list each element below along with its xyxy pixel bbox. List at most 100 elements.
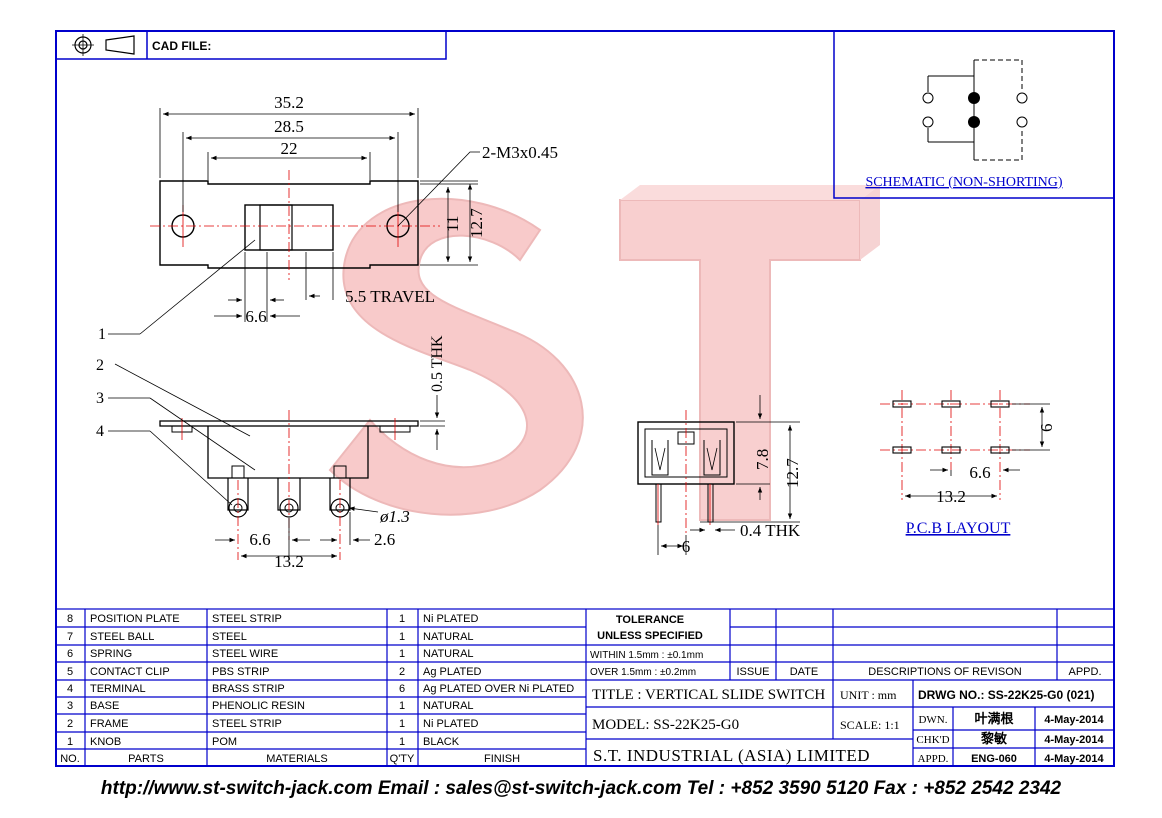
cad-file-label: CAD FILE: bbox=[152, 39, 211, 53]
drawing-title: TITLE : VERTICAL SLIDE SWITCH bbox=[592, 687, 825, 703]
appd-name: ENG-060 bbox=[971, 753, 1017, 765]
dwn-label: DWN. bbox=[918, 714, 947, 726]
chkd-label: CHK'D bbox=[916, 734, 949, 746]
dim-side-12-7: 12.7 bbox=[783, 458, 802, 488]
pcb-caption: P.C.B LAYOUT bbox=[906, 520, 1011, 537]
bom-row-1-material: POM bbox=[212, 736, 237, 748]
bom-row-6-finish: NATURAL bbox=[423, 648, 474, 660]
bom-row-7-no: 7 bbox=[67, 631, 73, 643]
bom-row-3-qty: 1 bbox=[399, 700, 405, 712]
bom-row-2-material: STEEL STRIP bbox=[212, 718, 282, 730]
bom-row-3-finish: NATURAL bbox=[423, 700, 474, 712]
schematic-terminal bbox=[968, 92, 980, 104]
bom-header-finish: FINISH bbox=[484, 753, 520, 765]
dim-side-6: 6 bbox=[682, 537, 691, 556]
schematic-caption: SCHEMATIC (NON-SHORTING) bbox=[865, 175, 1062, 190]
chkd-date: 4-May-2014 bbox=[1044, 734, 1104, 746]
bom-header-no: NO. bbox=[60, 753, 80, 765]
callout-3: 3 bbox=[96, 390, 104, 407]
pcb-layout bbox=[880, 390, 1050, 500]
schematic-terminal bbox=[968, 116, 980, 128]
bom-row-4-no: 4 bbox=[67, 683, 73, 695]
appd-date: 4-May-2014 bbox=[1044, 753, 1104, 765]
dwn-date: 4-May-2014 bbox=[1044, 714, 1104, 726]
projection-symbol-icon bbox=[72, 34, 135, 56]
bom-row-5-material: PBS STRIP bbox=[212, 666, 269, 678]
dim-pin-diameter: ø1.3 bbox=[379, 507, 410, 526]
dim-slot-width: 22 bbox=[281, 139, 298, 158]
appd-label: APPD. bbox=[918, 753, 949, 765]
bom-row-6-material: STEEL WIRE bbox=[212, 648, 278, 660]
dim-pin-pitch: 6.6 bbox=[249, 530, 270, 549]
bom-row-8-no: 8 bbox=[67, 613, 73, 625]
schematic-terminal bbox=[1016, 92, 1028, 104]
dwn-name: 叶满根 bbox=[974, 711, 1014, 726]
dim-overall-width: 35.2 bbox=[274, 93, 304, 112]
revision-issue: ISSUE bbox=[736, 666, 769, 678]
schematic-terminal bbox=[922, 116, 934, 128]
dim-screw-spec: 2-M3x0.45 bbox=[482, 143, 558, 162]
contact-footer: http://www.st-switch-jack.com Email : sa… bbox=[100, 778, 1062, 799]
bom-row-7-part: STEEL BALL bbox=[90, 631, 154, 643]
bom-row-7-qty: 1 bbox=[399, 631, 405, 643]
bom-row-6-qty: 1 bbox=[399, 648, 405, 660]
bom-row-2-qty: 1 bbox=[399, 718, 405, 730]
tolerance-line-3: WITHIN 1.5mm : ±0.1mm bbox=[590, 650, 703, 661]
title-block-grid bbox=[55, 608, 1115, 767]
pcb-pad bbox=[990, 400, 1010, 408]
schematic-panel: SCHEMATIC (NON-SHORTING) bbox=[833, 30, 1115, 199]
bom-row-4-part: TERMINAL bbox=[90, 683, 146, 695]
bom-row-6-part: SPRING bbox=[90, 648, 132, 660]
bom-row-5-part: CONTACT CLIP bbox=[90, 666, 170, 678]
bom-row-5-qty: 2 bbox=[399, 666, 405, 678]
callout-1: 1 bbox=[98, 326, 106, 343]
revision-description: DESCRIPTIONS OF REVISON bbox=[868, 666, 1021, 678]
callout-4: 4 bbox=[96, 423, 104, 440]
chkd-name: 黎敏 bbox=[981, 731, 1008, 746]
callout-2: 2 bbox=[96, 357, 104, 374]
drawing-unit: UNIT : mm bbox=[840, 688, 897, 702]
schematic-terminal bbox=[1016, 116, 1028, 128]
bom-row-3-no: 3 bbox=[67, 700, 73, 712]
top-view bbox=[139, 108, 480, 335]
drawing-number: DRWG NO.: SS-22K25-G0 (021) bbox=[918, 688, 1095, 702]
company-name: S.T. INDUSTRIAL (ASIA) LIMITED bbox=[593, 746, 870, 765]
bom-row-2-no: 2 bbox=[67, 718, 73, 730]
bom-row-2-finish: Ni PLATED bbox=[423, 718, 478, 730]
dim-side-7-8: 7.8 bbox=[753, 449, 772, 470]
dim-travel: 5.5 TRAVEL bbox=[345, 287, 435, 306]
pcb-dim-13-2: 13.2 bbox=[936, 487, 966, 506]
bom-row-4-finish: Ag PLATED OVER Ni PLATED bbox=[423, 683, 574, 695]
bom-row-1-finish: BLACK bbox=[423, 736, 460, 748]
title-block: TITLE : VERTICAL SLIDE SWITCH UNIT : mm … bbox=[592, 687, 1105, 765]
bom-row-7-material: STEEL bbox=[212, 631, 247, 643]
pcb-dim-6-6: 6.6 bbox=[969, 463, 990, 482]
bom-header-materials: MATERIALS bbox=[266, 753, 328, 765]
revision-appd: APPD. bbox=[1068, 666, 1101, 678]
schematic-terminal bbox=[922, 92, 934, 104]
pcb-pad bbox=[941, 446, 961, 454]
bom-row-7-finish: NATURAL bbox=[423, 631, 474, 643]
tolerance-line-4: OVER 1.5mm : ±0.2mm bbox=[590, 667, 696, 678]
pcb-pad bbox=[990, 446, 1010, 454]
bom-row-8-part: POSITION PLATE bbox=[90, 613, 180, 625]
bom-row-8-finish: Ni PLATED bbox=[423, 613, 478, 625]
dim-pin-tail: 2.6 bbox=[374, 530, 395, 549]
model-number: MODEL: SS-22K25-G0 bbox=[592, 717, 739, 733]
bom-row-8-qty: 1 bbox=[399, 613, 405, 625]
pcb-pad bbox=[892, 400, 912, 408]
dim-pin-span: 13.2 bbox=[274, 552, 304, 571]
watermark-logo bbox=[328, 185, 880, 521]
bom-row-3-material: PHENOLIC RESIN bbox=[212, 700, 305, 712]
side-view bbox=[637, 395, 800, 555]
bom-row-5-no: 5 bbox=[67, 666, 73, 678]
bom-row-1-no: 1 bbox=[67, 736, 73, 748]
bom-row-2-part: FRAME bbox=[90, 718, 129, 730]
tolerance-block: TOLERANCE UNLESS SPECIFIED WITHIN 1.5mm … bbox=[590, 614, 703, 678]
drawing-scale: SCALE: 1:1 bbox=[840, 718, 900, 732]
dim-height-12-7: 12.7 bbox=[467, 208, 486, 238]
bom-row-8-material: STEEL STRIP bbox=[212, 613, 282, 625]
dim-mount-width: 28.5 bbox=[274, 117, 304, 136]
tolerance-line-1: TOLERANCE bbox=[616, 614, 684, 626]
